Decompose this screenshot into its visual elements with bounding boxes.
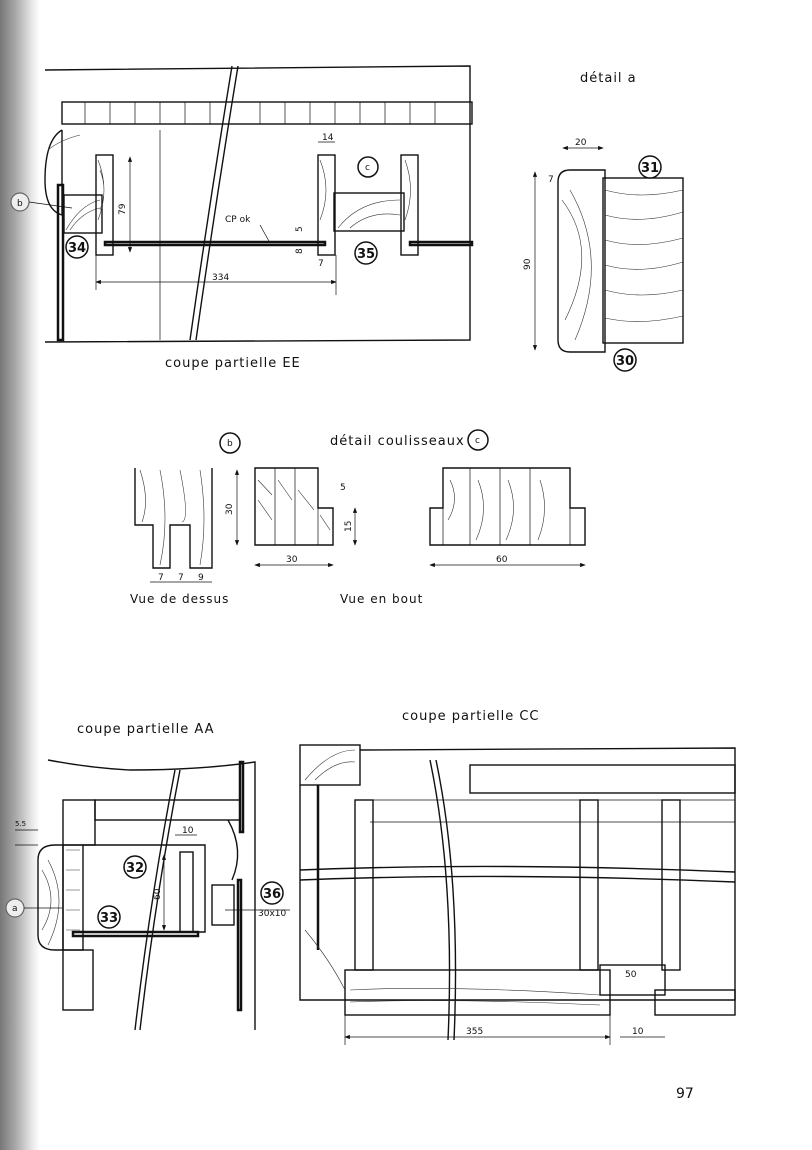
label-vue-en-bout: Vue en bout <box>340 592 423 606</box>
dim-60: 60 <box>496 555 508 565</box>
dim-79: 79 <box>118 203 128 215</box>
dim-top-7a: 7 <box>158 573 164 583</box>
dim-top-7b: 7 <box>178 573 184 583</box>
label-cp-ok: CP ok <box>225 215 251 225</box>
dim-355: 355 <box>466 1027 483 1037</box>
part-33: 33 <box>100 911 118 926</box>
dim-14: 14 <box>322 133 334 143</box>
coulisseaux-drawing <box>134 467 586 583</box>
page-number: 97 <box>676 1086 694 1102</box>
callout-c2-circle <box>467 429 489 451</box>
dim-20: 20 <box>575 138 587 148</box>
label-vue-de-dessus: Vue de dessus <box>130 592 229 606</box>
title-coupe-ee: coupe partielle EE <box>165 356 301 371</box>
part-36: 36 <box>263 887 281 902</box>
dim-5-5: 5.5 <box>15 820 26 828</box>
part-34-circle <box>65 235 89 259</box>
title-coupe-aa: coupe partielle AA <box>77 722 215 737</box>
part-33-circle <box>97 905 121 929</box>
dim-10-cc: 10 <box>632 1027 644 1037</box>
dim-5-step: 5 <box>340 483 346 493</box>
callout-c2: c <box>475 436 480 446</box>
callout-c-circle <box>357 156 379 178</box>
dim-60-aa: 60 <box>153 888 163 900</box>
callout-b2-circle <box>219 432 241 454</box>
dim-90: 90 <box>523 258 533 270</box>
part-32-circle <box>123 855 147 879</box>
dim-10: 10 <box>182 826 194 836</box>
title-detail-coulisseaux: détail coulisseaux <box>330 434 465 449</box>
callout-b2: b <box>227 439 233 449</box>
part-30: 30 <box>616 354 634 369</box>
part-35: 35 <box>357 247 375 262</box>
dim-15: 15 <box>344 521 354 532</box>
dim-7-a: 7 <box>548 175 554 185</box>
title-detail-a: détail a <box>580 71 637 86</box>
part-30-circle <box>613 348 637 372</box>
callout-b: b <box>17 199 23 209</box>
part-31-circle <box>638 155 662 179</box>
label-30x10: 30x10 <box>258 909 287 919</box>
detail-a-drawing <box>532 145 684 353</box>
part-35-circle <box>354 241 378 265</box>
callout-c: c <box>365 163 370 173</box>
dim-8: 8 <box>295 248 305 254</box>
section-aa-drawing <box>15 759 290 1031</box>
dim-top-9: 9 <box>198 573 204 583</box>
part-36-circle <box>260 881 284 905</box>
section-ee-drawing <box>44 65 474 343</box>
dim-30-width: 30 <box>286 555 298 565</box>
dim-30-height: 30 <box>225 503 235 515</box>
title-coupe-cc: coupe partielle CC <box>402 709 540 724</box>
part-34: 34 <box>68 241 86 256</box>
part-31: 31 <box>641 161 659 176</box>
section-cc-drawing <box>299 744 736 1045</box>
book-gutter-shadow <box>0 0 40 1150</box>
dim-50: 50 <box>625 970 637 980</box>
callout-a: a <box>12 904 18 914</box>
dim-7: 7 <box>318 259 324 269</box>
dim-5: 5 <box>295 226 305 232</box>
dim-334: 334 <box>212 273 229 283</box>
part-32: 32 <box>126 861 144 876</box>
